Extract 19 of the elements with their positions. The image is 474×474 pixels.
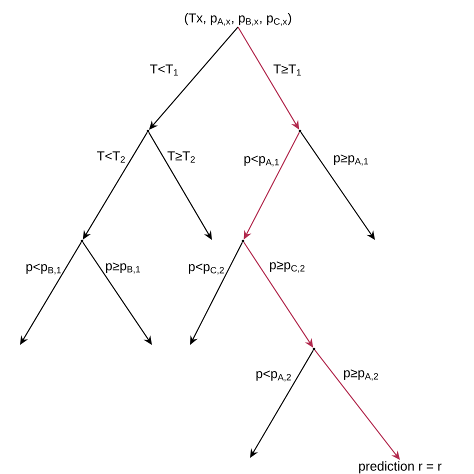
- edge-label: p<p$_{A,2}$: [256, 370, 291, 382]
- edge-label: p≥p$_{B,1}$: [106, 262, 140, 274]
- junction-point: [312, 348, 316, 350]
- edge-label: T<T$_{2}$: [97, 151, 125, 163]
- junction-point: [146, 130, 150, 132]
- node-label: (Tx, p$_{A,x}$, p$_{B,x}$, p$_{C,x}$): [184, 13, 292, 26]
- edge-label: p≥p$_{C,2}$: [270, 261, 304, 273]
- edge-label: p≥p$_{A,2}$: [344, 369, 378, 381]
- junction-point: [298, 130, 302, 132]
- junction-point: [242, 240, 244, 242]
- edge-label: p<p$_{B,1}$: [26, 264, 61, 274]
- edge-label: T≥T$_{2}$: [168, 151, 195, 163]
- edge-label: p<p$_{A,1}$: [244, 156, 279, 166]
- node-label: prediction r = r: [359, 461, 442, 474]
- edge-label: p<p$_{C,2}$: [188, 264, 224, 274]
- edge-label: T<T$_{1}$: [150, 64, 178, 76]
- edge-label: p≥p$_{A,1}$: [334, 154, 368, 166]
- edge-label: T≥T$_{1}$: [274, 64, 301, 76]
- junction-point: [80, 240, 84, 242]
